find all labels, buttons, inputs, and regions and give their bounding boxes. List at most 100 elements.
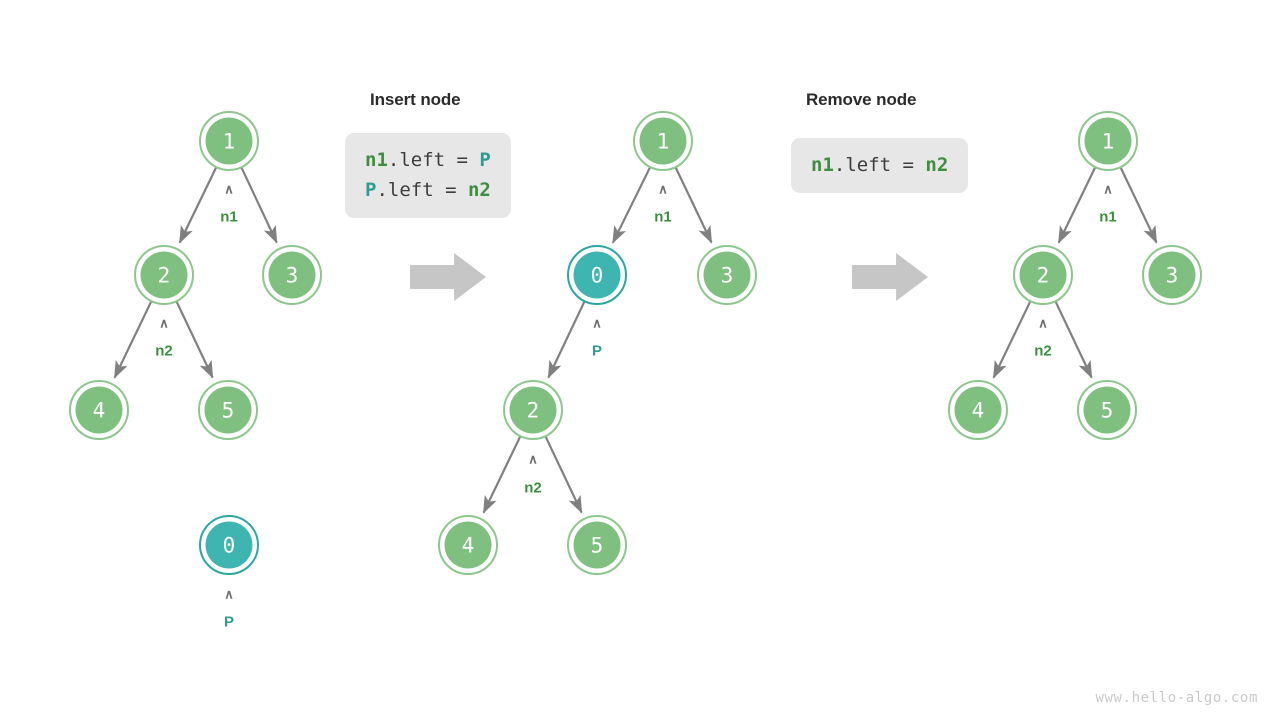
node-inner-ring xyxy=(136,247,192,303)
tree-node: 4 xyxy=(438,515,498,575)
watermark: www.hello-algo.com xyxy=(1095,690,1258,706)
code-line: P.left = n2 xyxy=(365,175,491,205)
node-inner-ring xyxy=(201,517,257,573)
node-disc xyxy=(639,117,687,165)
tree-node: 0 xyxy=(567,245,627,305)
node-value: 2 xyxy=(1037,264,1050,288)
node-outer-ring xyxy=(438,515,498,575)
step-arrows-layer xyxy=(410,253,928,301)
node-disc xyxy=(204,386,252,434)
node-inner-ring xyxy=(699,247,755,303)
pointer-label: n1 xyxy=(654,209,672,226)
node-outer-ring xyxy=(1078,111,1138,171)
code-token-green: n1 xyxy=(811,154,834,176)
node-disc xyxy=(268,251,316,299)
tree-edge xyxy=(674,167,713,244)
node-outer-ring xyxy=(503,380,563,440)
code-token-green: n2 xyxy=(925,154,949,176)
pointer-label: n1 xyxy=(1099,209,1117,226)
node-disc xyxy=(509,386,557,434)
node-disc xyxy=(703,251,751,299)
tree-node: 1 xyxy=(1078,111,1138,171)
node-outer-ring xyxy=(1013,245,1073,305)
tree-edge xyxy=(544,436,583,514)
pointer-label: n1 xyxy=(220,209,238,226)
code-line: n1.left = n2 xyxy=(811,150,948,180)
tree-edge xyxy=(992,301,1032,379)
tree-edge xyxy=(611,166,651,244)
node-outer-ring xyxy=(199,515,259,575)
tree-node: 2 xyxy=(134,245,194,305)
tree-edges-layer xyxy=(113,166,1158,514)
node-value: 3 xyxy=(1166,264,1179,288)
node-value: 0 xyxy=(223,534,236,558)
tree-node: 5 xyxy=(1077,380,1137,440)
code-token-plain: .left = xyxy=(376,179,468,201)
section-title-insert: Insert node xyxy=(370,90,461,109)
code-token-green: n2 xyxy=(467,179,491,201)
node-value: 0 xyxy=(591,264,604,288)
node-disc xyxy=(954,386,1002,434)
pointer-caret-icon: ∧ xyxy=(224,182,234,197)
step-arrow-2 xyxy=(852,253,928,301)
node-outer-ring xyxy=(567,245,627,305)
node-value: 2 xyxy=(158,264,171,288)
node-inner-ring xyxy=(505,382,561,438)
tree-node: 4 xyxy=(948,380,1008,440)
node-disc xyxy=(1084,117,1132,165)
section-title-remove: Remove node xyxy=(806,90,917,109)
node-disc xyxy=(205,521,253,569)
node-disc xyxy=(205,117,253,165)
node-value: 1 xyxy=(657,130,670,154)
node-outer-ring xyxy=(198,380,258,440)
pointer-labels-layer: ∧n1∧n2∧P∧n1∧P∧n2∧n1∧n2 xyxy=(155,182,1117,631)
tree-node: 1 xyxy=(633,111,693,171)
node-inner-ring xyxy=(264,247,320,303)
node-inner-ring xyxy=(1080,113,1136,169)
tree-edge xyxy=(547,301,586,379)
pointer-caret-icon: ∧ xyxy=(1038,316,1048,331)
tree-node: 3 xyxy=(1142,245,1202,305)
node-inner-ring xyxy=(1144,247,1200,303)
node-inner-ring xyxy=(71,382,127,438)
pointer-caret-icon: ∧ xyxy=(528,452,538,467)
pointer-caret-icon: ∧ xyxy=(224,587,234,602)
node-inner-ring xyxy=(1015,247,1071,303)
node-inner-ring xyxy=(635,113,691,169)
tree-edge xyxy=(178,167,218,244)
tree-node: 1 xyxy=(199,111,259,171)
tree-node: 5 xyxy=(198,380,258,440)
node-inner-ring xyxy=(201,113,257,169)
node-value: 4 xyxy=(972,399,985,423)
pointer-caret-icon: ∧ xyxy=(1103,182,1113,197)
pointer-caret-icon: ∧ xyxy=(592,316,602,331)
code-block-remove: n1.left = n2 xyxy=(791,138,969,193)
node-disc xyxy=(573,521,621,569)
pointer-label: n2 xyxy=(524,480,542,497)
node-value: 2 xyxy=(527,399,540,423)
step-arrow-1 xyxy=(410,253,486,301)
tree-edge xyxy=(1054,301,1093,379)
pointer-label: P xyxy=(224,614,234,631)
code-token-green: n1 xyxy=(365,149,388,171)
node-value: 5 xyxy=(591,534,604,558)
code-token-teal: P xyxy=(479,149,491,171)
node-value: 3 xyxy=(721,264,734,288)
node-outer-ring xyxy=(697,245,757,305)
node-disc xyxy=(444,521,492,569)
tree-node: 5 xyxy=(567,515,627,575)
node-inner-ring xyxy=(200,382,256,438)
code-token-teal: P xyxy=(365,179,377,201)
code-token-plain: .left = xyxy=(833,154,926,176)
pointer-label: P xyxy=(592,343,602,360)
node-outer-ring xyxy=(199,111,259,171)
tree-edge xyxy=(482,436,522,514)
node-outer-ring xyxy=(633,111,693,171)
tree-node: 3 xyxy=(262,245,322,305)
tree-edge xyxy=(240,167,278,244)
node-outer-ring xyxy=(948,380,1008,440)
